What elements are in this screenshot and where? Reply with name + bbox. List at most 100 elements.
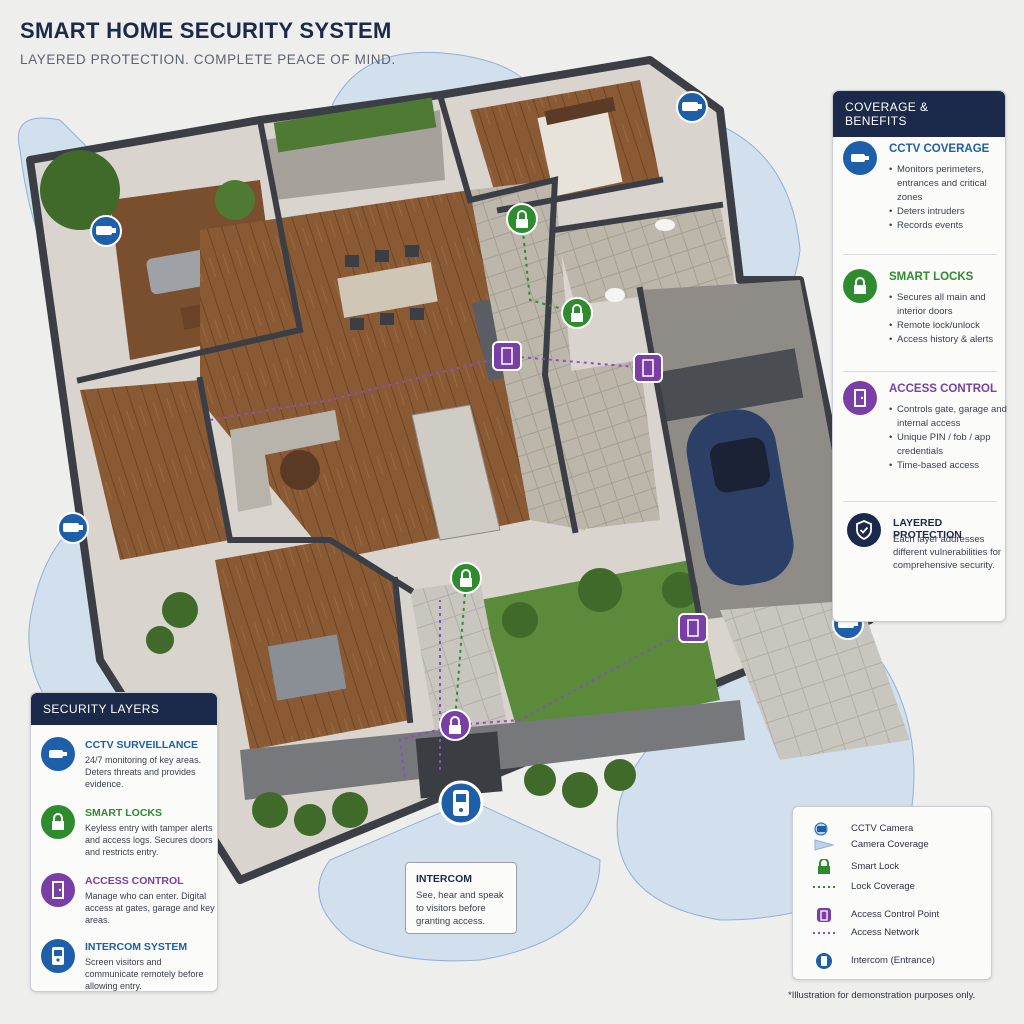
access-door-icon bbox=[843, 381, 877, 415]
kitchen-island bbox=[411, 404, 501, 541]
legend-row-coverage: Camera Coverage bbox=[807, 837, 987, 853]
device-markers bbox=[57, 91, 864, 826]
legend-label: Access Network bbox=[851, 927, 920, 938]
legend-label: Access Control Point bbox=[851, 909, 940, 920]
item-description: Each layer addresses different vulnerabi… bbox=[893, 534, 1002, 571]
entry-path bbox=[410, 580, 510, 760]
item-description: Manage who can enter. Digital access at … bbox=[85, 891, 215, 925]
bullet: Secures all main and interior doors bbox=[889, 291, 1007, 319]
lock-icon bbox=[450, 562, 482, 594]
item-title: ACCESS CONTROL bbox=[889, 383, 997, 395]
page-title: SMART HOME SECURITY SYSTEM bbox=[20, 18, 392, 43]
house-footprint bbox=[26, 56, 910, 884]
guest-bed bbox=[267, 634, 347, 701]
panel-heading: COVERAGE & BENEFITS bbox=[833, 91, 1005, 137]
intercom-icon bbox=[807, 953, 841, 969]
bullet: Deters intruders bbox=[889, 205, 1007, 219]
coverage-cone-icon bbox=[807, 837, 841, 853]
interior-wall bbox=[76, 116, 304, 384]
intercom-callout: INTERCOM See, hear and speak to visitors… bbox=[405, 862, 517, 934]
lock-icon bbox=[439, 709, 471, 741]
bullet: Remote lock/unlock bbox=[889, 319, 1007, 333]
lock-line-icon bbox=[807, 879, 841, 895]
cctv-camera-icon bbox=[807, 821, 841, 837]
legend-label: Camera Coverage bbox=[851, 839, 929, 850]
item-title: SMART LOCKS bbox=[85, 807, 162, 819]
bullet: Records events bbox=[889, 219, 1007, 233]
bullet: Monitors perimeters, entrances and criti… bbox=[889, 163, 1007, 205]
legend-label: Smart Lock bbox=[851, 861, 900, 872]
cctv-camera-icon bbox=[90, 215, 122, 247]
item-description: 24/7 monitoring of key areas. Deters thr… bbox=[85, 755, 202, 789]
driveway bbox=[720, 600, 910, 760]
legend-row-intercom: Intercom (Entrance) bbox=[807, 953, 987, 969]
cctv-camera-icon bbox=[41, 737, 75, 771]
item-title: SMART LOCKS bbox=[889, 271, 974, 283]
cctv-camera-icon bbox=[57, 512, 89, 544]
legend-label: CCTV Camera bbox=[851, 823, 914, 834]
coverage-item-access: ACCESS CONTROL Controls gate, garage and… bbox=[843, 381, 1007, 491]
map-legend: CCTV Camera Camera Coverage Smart Lock L… bbox=[792, 806, 992, 980]
bullet: Time-based access bbox=[889, 459, 1007, 473]
shield-check-icon bbox=[847, 513, 881, 547]
item-title: CCTV COVERAGE bbox=[889, 143, 990, 155]
item-title: ACCESS CONTROL bbox=[85, 875, 184, 887]
access-network-lines bbox=[209, 355, 691, 781]
cctv-camera-icon bbox=[843, 141, 877, 175]
bullet: Controls gate, garage and internal acces… bbox=[889, 403, 1007, 431]
tree bbox=[40, 150, 120, 230]
lock-icon bbox=[807, 859, 841, 875]
callout-description: See, hear and speak to visitors before g… bbox=[416, 890, 504, 927]
bathroom-floor bbox=[555, 205, 735, 305]
layer-cctv: CCTV SURVEILLANCE 24/7 monitoring of key… bbox=[41, 737, 215, 793]
item-title: CCTV SURVEILLANCE bbox=[85, 739, 198, 751]
layer-access-control: ACCESS CONTROL Manage who can enter. Dig… bbox=[41, 873, 215, 933]
panel-heading: SECURITY LAYERS bbox=[31, 693, 217, 725]
legend-row-lock-coverage: Lock Coverage bbox=[807, 879, 987, 895]
access-line-icon bbox=[807, 925, 841, 941]
disclaimer-note: *Illustration for demonstration purposes… bbox=[788, 990, 976, 1001]
lock-icon bbox=[843, 269, 877, 303]
callout-title: INTERCOM bbox=[416, 873, 472, 885]
item-description: Screen visitors and communicate remotely… bbox=[85, 957, 204, 991]
master-bed bbox=[537, 103, 623, 197]
lock-coverage-lines bbox=[454, 221, 578, 721]
legend-row-access-network: Access Network bbox=[807, 925, 987, 941]
legend-row-lock: Smart Lock bbox=[807, 859, 987, 875]
lock-icon bbox=[506, 203, 538, 235]
layer-smart-locks: SMART LOCKS Keyless entry with tamper al… bbox=[41, 805, 215, 865]
layer-intercom: INTERCOM SYSTEM Screen visitors and comm… bbox=[41, 939, 215, 991]
utility-room-floor bbox=[545, 360, 660, 530]
page-subtitle: LAYERED PROTECTION. COMPLETE PEACE OF MI… bbox=[20, 52, 396, 67]
bullet: Access history & alerts bbox=[889, 333, 1007, 347]
living-sofa bbox=[230, 410, 340, 512]
legend-label: Intercom (Entrance) bbox=[851, 955, 935, 966]
coverage-benefits-panel: COVERAGE & BENEFITS CCTV COVERAGE Monito… bbox=[832, 90, 1007, 622]
access-door-icon bbox=[807, 907, 841, 923]
access-door-icon bbox=[678, 613, 708, 643]
access-door-icon bbox=[633, 353, 663, 383]
item-title: LAYERED PROTECTION bbox=[893, 517, 962, 541]
cctv-camera-icon bbox=[676, 91, 708, 123]
coffee-table bbox=[280, 450, 320, 490]
item-title: INTERCOM SYSTEM bbox=[85, 941, 188, 953]
access-door-icon bbox=[492, 341, 522, 371]
washbasin bbox=[655, 219, 675, 231]
divider bbox=[843, 371, 997, 372]
legend-label: Lock Coverage bbox=[851, 881, 915, 892]
front-garden bbox=[480, 560, 720, 740]
intercom-icon bbox=[438, 780, 484, 826]
divider bbox=[843, 254, 997, 255]
bullet: Unique PIN / fob / app credentials bbox=[889, 431, 1007, 459]
security-layers-panel: SECURITY LAYERS CCTV SURVEILLANCE 24/7 m… bbox=[30, 692, 218, 992]
intercom-icon bbox=[41, 939, 75, 973]
coverage-item-cctv: CCTV COVERAGE Monitors perimeters, entra… bbox=[843, 141, 1003, 251]
west-room-floor bbox=[80, 380, 230, 560]
access-door-icon bbox=[41, 873, 75, 907]
legend-row-cctv: CCTV Camera bbox=[807, 821, 987, 837]
entrance-gate bbox=[415, 731, 503, 799]
dining-table bbox=[337, 261, 438, 318]
coverage-item-locks: SMART LOCKS Secures all main and interio… bbox=[843, 269, 1003, 369]
lock-icon bbox=[41, 805, 75, 839]
